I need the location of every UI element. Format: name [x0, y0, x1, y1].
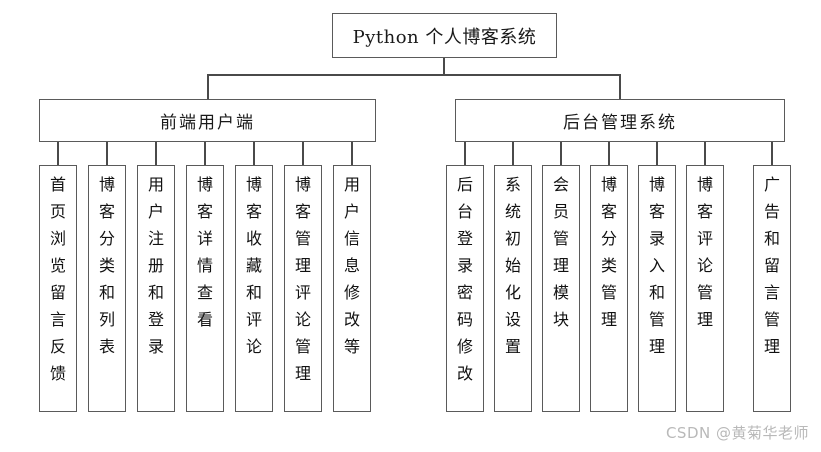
connector-backend-leaf-5: [656, 142, 658, 165]
connector-backend-leaf-6: [704, 142, 706, 165]
leaf-label: 博客详情查看: [196, 175, 213, 329]
leaf-label: 博客评论管理: [696, 175, 713, 329]
connector-frontend-leaf-1: [57, 142, 59, 165]
leaf-home-browse-feedback: 首页浏览留言反馈: [39, 165, 77, 412]
node-root-label: Python 个人博客系统: [352, 26, 537, 48]
leaf-member-management-module: 会员管理模块: [542, 165, 580, 412]
leaf-label: 用户注册和登录: [147, 175, 164, 356]
node-root: Python 个人博客系统: [332, 13, 557, 58]
leaf-system-init-settings: 系统初始化设置: [494, 165, 532, 412]
leaf-label: 博客分类和列表: [98, 175, 115, 356]
leaf-label: 用户信息修改等: [343, 175, 360, 356]
leaf-blog-manage-comment-manage: 博客管理评论管理: [284, 165, 322, 412]
leaf-blog-comment-management: 博客评论管理: [686, 165, 724, 412]
leaf-blog-entry-management: 博客录入和管理: [638, 165, 676, 412]
leaf-label: 系统初始化设置: [504, 175, 521, 356]
leaf-label: 广告和留言管理: [763, 175, 780, 356]
connector-bus-to-frontend: [207, 74, 209, 99]
leaf-admin-login-password: 后台登录密码修改: [446, 165, 484, 412]
connector-level1-bus: [207, 74, 621, 76]
connector-backend-leaf-1: [464, 142, 466, 165]
connector-frontend-leaf-4: [204, 142, 206, 165]
leaf-label: 博客收藏和评论: [245, 175, 262, 356]
connector-backend-leaf-2: [512, 142, 514, 165]
leaf-blog-detail-view: 博客详情查看: [186, 165, 224, 412]
connector-frontend-leaf-5: [253, 142, 255, 165]
connector-backend-leaf-4: [608, 142, 610, 165]
connector-root-stem: [443, 58, 445, 75]
leaf-label: 博客管理评论管理: [294, 175, 311, 383]
leaf-blog-favorite-comment: 博客收藏和评论: [235, 165, 273, 412]
node-frontend-label: 前端用户端: [160, 113, 255, 133]
connector-frontend-leaf-6: [302, 142, 304, 165]
leaf-label: 首页浏览留言反馈: [49, 175, 66, 383]
connector-backend-leaf-7: [771, 142, 773, 165]
csdn-watermark: CSDN @黄菊华老师: [665, 424, 809, 442]
connector-backend-leaf-3: [560, 142, 562, 165]
leaf-blog-category-list: 博客分类和列表: [88, 165, 126, 412]
leaf-user-register-login: 用户注册和登录: [137, 165, 175, 412]
leaf-ads-message-management: 广告和留言管理: [753, 165, 791, 412]
leaf-label: 会员管理模块: [552, 175, 569, 329]
node-frontend: 前端用户端: [39, 99, 376, 142]
leaf-label: 后台登录密码修改: [456, 175, 473, 383]
connector-frontend-leaf-3: [155, 142, 157, 165]
node-backend: 后台管理系统: [455, 99, 785, 142]
leaf-label: 博客录入和管理: [648, 175, 665, 356]
leaf-user-info-edit: 用户信息修改等: [333, 165, 371, 412]
leaf-blog-category-management: 博客分类管理: [590, 165, 628, 412]
connector-frontend-leaf-2: [106, 142, 108, 165]
connector-frontend-leaf-7: [351, 142, 353, 165]
node-backend-label: 后台管理系统: [563, 113, 677, 133]
connector-bus-to-backend: [619, 74, 621, 99]
leaf-label: 博客分类管理: [600, 175, 617, 329]
